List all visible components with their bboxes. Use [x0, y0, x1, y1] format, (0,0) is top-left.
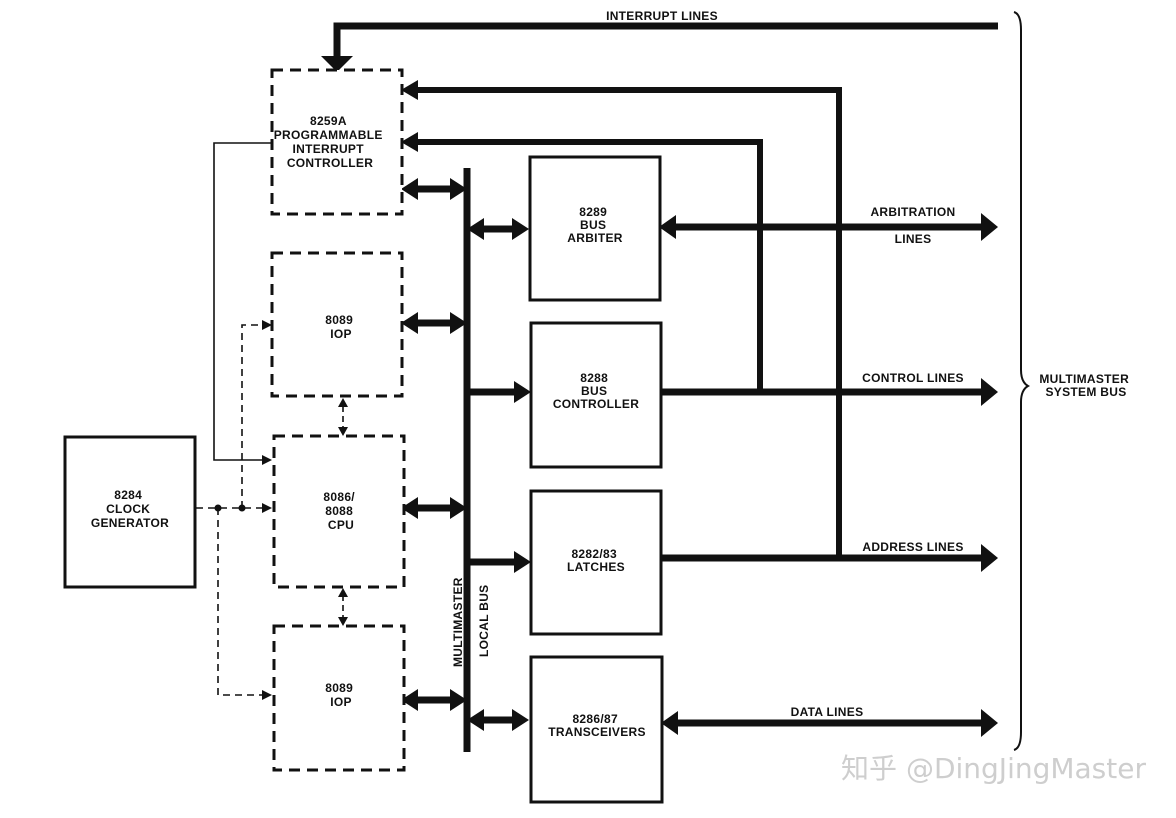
pic-label-line: 8259A [310, 114, 347, 128]
pic-feed-arrowhead-2 [401, 132, 418, 152]
data-lines-label: DATA LINES [791, 705, 864, 719]
clock-dots-and-heads [214, 320, 272, 700]
pic-control-feed [418, 139, 763, 392]
pic-to-cpu-interrupt-line [213, 142, 272, 461]
interrupt-line [333, 22, 998, 58]
bus-controller-block [529, 321, 663, 469]
bus-controller-label-line: 8288 [580, 371, 608, 385]
iop-bottom-label-line: 8089 [325, 681, 353, 695]
iop-top-block [270, 251, 404, 398]
arbitration-lines-label: LINES [895, 232, 932, 246]
latches-label-line: 8282/83 [571, 547, 617, 561]
iop-bottom-block [272, 624, 406, 772]
processor-link-heads [338, 398, 348, 626]
bus-wiring [321, 22, 998, 752]
pic-label-line: CONTROLLER [287, 156, 373, 170]
clock-label-line: GENERATOR [91, 516, 169, 530]
address-lines-label: ADDRESS LINES [862, 540, 963, 554]
arbiter-label-line: BUS [580, 218, 606, 232]
iop-top-label-line: IOP [330, 327, 352, 341]
arbitration-label: ARBITRATION [870, 205, 955, 219]
transceivers-label-line: TRANSCEIVERS [548, 725, 646, 739]
bus-controller-label-line: BUS [581, 384, 607, 398]
transceivers-label: 8286/87 TRANSCEIVERS [548, 712, 646, 739]
bus-controller-label-line: CONTROLLER [553, 397, 639, 411]
pic-feed-arrowhead-1 [401, 80, 418, 100]
clock-distribution [196, 324, 262, 696]
clock-label: 8284 CLOCK GENERATOR [91, 488, 169, 530]
cpu-label-line: 8088 [325, 504, 353, 518]
control-lines-label: CONTROL LINES [862, 371, 964, 385]
cpu-label-line: 8086/ [323, 490, 355, 504]
interrupt-arrowhead [321, 56, 353, 72]
watermark: 知乎 @DingJingMaster [841, 752, 1146, 785]
iop-bottom-label: 8089 IOP [325, 681, 357, 709]
cpu-block [272, 434, 406, 589]
arbiter-label-line: ARBITER [567, 231, 622, 245]
cpu-label-line: CPU [328, 518, 354, 532]
system-bus-label: MULTIMASTER SYSTEM BUS [1039, 372, 1132, 399]
pic-label-line: INTERRUPT [292, 142, 364, 156]
latches-block [529, 489, 663, 636]
clock-label-line: 8284 [114, 488, 142, 502]
bus-arbiter-block [528, 155, 662, 302]
system-bus-label-line: MULTIMASTER [1039, 372, 1129, 386]
latches-label-line: LATCHES [567, 560, 625, 574]
clock-label-line: CLOCK [106, 502, 150, 516]
interrupt-lines-label: INTERRUPT LINES [606, 9, 718, 23]
system-bus-label-line: SYSTEM BUS [1045, 385, 1126, 399]
transceivers-label-line: 8286/87 [572, 712, 618, 726]
system-bus-brace [1013, 11, 1031, 751]
iop-top-label: 8089 IOP [325, 313, 357, 341]
pic-label: 8259A PROGRAMMABLE INTERRUPT CONTROLLER [274, 114, 387, 170]
arrowheads [401, 178, 998, 737]
local-bus-label-1: MULTIMASTER [451, 577, 465, 667]
pic-label-line: PROGRAMMABLE [274, 128, 383, 142]
iop-top-label-line: 8089 [325, 313, 353, 327]
bus-controller-label: 8288 BUS CONTROLLER [553, 371, 639, 411]
arbiter-label: 8289 BUS ARBITER [567, 205, 622, 245]
arbiter-label-line: 8289 [579, 205, 607, 219]
cpu-label: 8086/ 8088 CPU [323, 490, 358, 532]
transceivers-block [529, 655, 664, 804]
latches-label: 8282/83 LATCHES [567, 547, 625, 574]
pic-to-cpu-arrowhead [262, 455, 272, 465]
pic-block [270, 68, 404, 216]
pic-address-feed [418, 87, 842, 558]
clock-generator-block [63, 435, 197, 589]
local-bus-label-2: LOCAL BUS [477, 585, 491, 657]
iop-bottom-label-line: IOP [330, 695, 352, 709]
